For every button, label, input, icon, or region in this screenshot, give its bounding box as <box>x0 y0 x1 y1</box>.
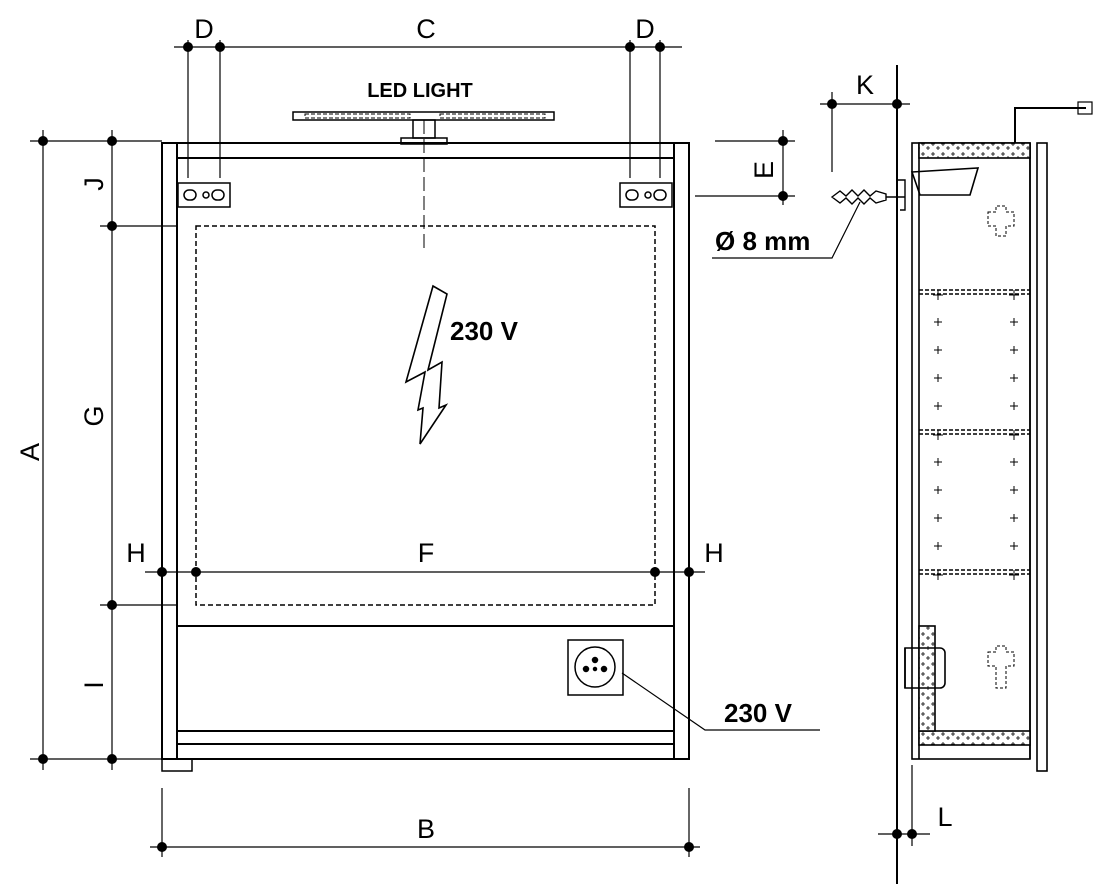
dim-label-l: L <box>937 802 952 832</box>
dim-label-d-right: D <box>635 14 655 44</box>
dim-label-e: E <box>749 161 779 179</box>
led-light-fixture <box>292 111 555 248</box>
dim-label-j: J <box>79 177 109 191</box>
dim-label-c: C <box>416 14 436 44</box>
side-view <box>896 65 1093 884</box>
dim-label-i: I <box>79 681 109 689</box>
drill-leader-line <box>712 201 861 259</box>
mounting-bracket-left <box>177 182 231 208</box>
dimension-dots <box>38 42 788 852</box>
dim-label-g: G <box>79 405 109 426</box>
dim-label-d-left: D <box>194 14 214 44</box>
dim-label-h-left: H <box>126 538 146 568</box>
dim-label-h-right: H <box>704 538 724 568</box>
side-dimension-dots <box>827 99 917 839</box>
electrical-socket-icon <box>567 639 624 696</box>
top-insulation <box>918 142 1031 159</box>
socket-leader-line <box>621 672 820 731</box>
dim-label-b: B <box>417 814 435 844</box>
bottom-insulation <box>918 730 1031 746</box>
wall-plug-icon <box>830 179 906 211</box>
led-light-label: LED LIGHT <box>367 80 473 102</box>
voltage-cable-label: 230 V <box>450 316 519 346</box>
dim-label-k: K <box>856 70 874 100</box>
voltage-socket-label: 230 V <box>724 698 793 728</box>
shelf-pin-marks <box>933 290 1019 580</box>
mounting-bracket-right <box>619 182 673 208</box>
inner-dashed-area <box>195 225 656 606</box>
drill-diameter-label: Ø 8 mm <box>715 226 810 256</box>
dimension-lines <box>30 40 795 857</box>
dim-label-f: F <box>418 538 435 568</box>
front-view <box>161 142 690 772</box>
side-dimension-lines <box>820 92 930 846</box>
lightning-bolt-icon <box>404 284 449 445</box>
cabinet-outer-frame <box>161 142 690 760</box>
dim-label-a: A <box>15 443 45 461</box>
